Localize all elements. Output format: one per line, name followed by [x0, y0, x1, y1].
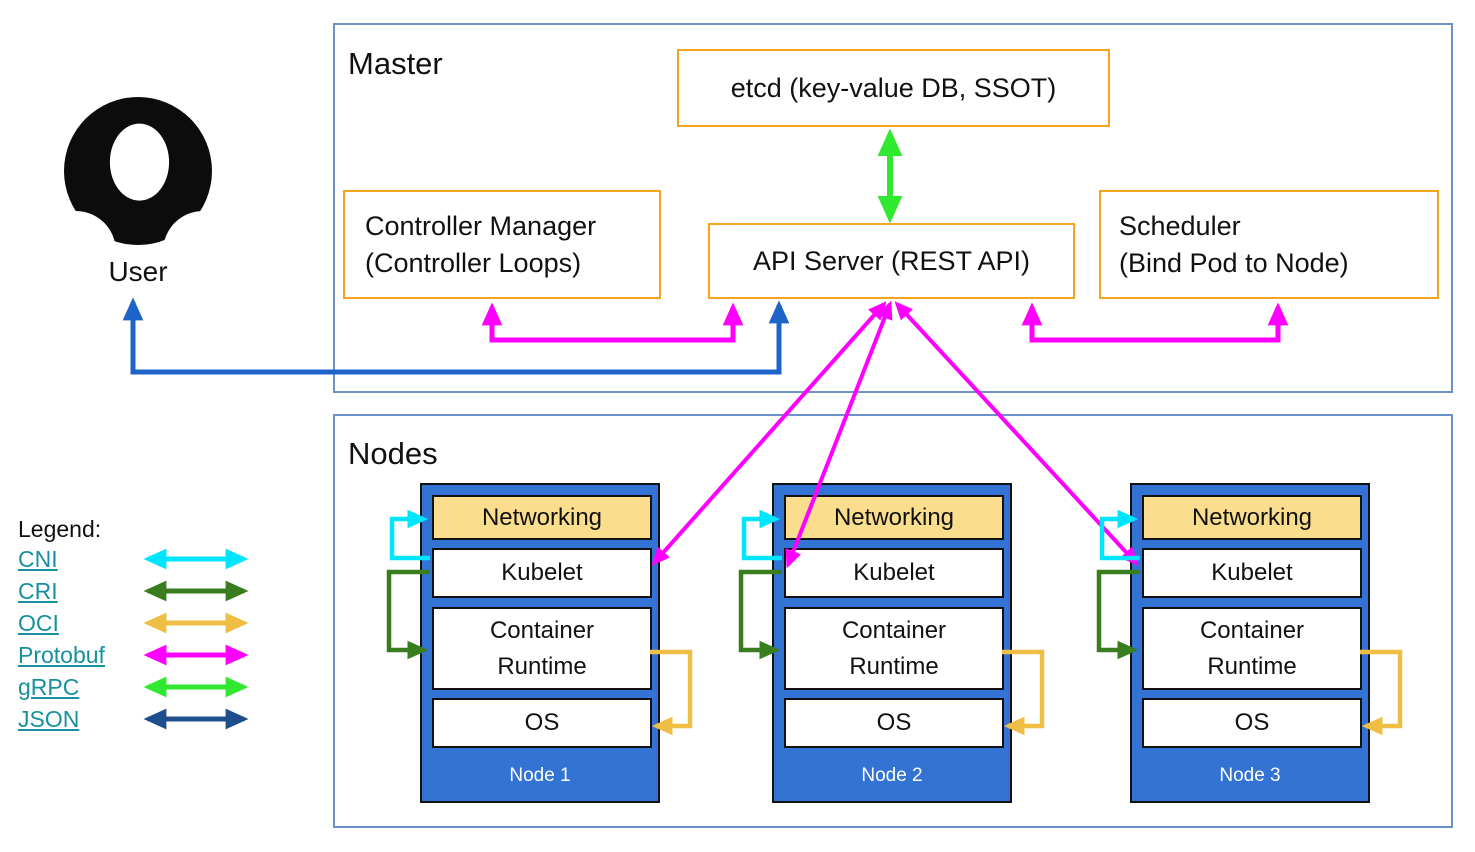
etcd-box: etcd (key-value DB, SSOT) [677, 49, 1110, 127]
legend-link-grpc[interactable]: gRPC [18, 674, 80, 700]
node-3: Networking Kubelet Container Runtime OS … [1130, 483, 1370, 803]
node-3-kubelet-layer: Kubelet [1142, 548, 1362, 598]
node-3-networking-layer: Networking [1142, 495, 1362, 540]
node-1-name: Node 1 [509, 765, 571, 786]
node-1-container-runtime-label: Container Runtime [489, 616, 595, 680]
node-2-container-runtime-layer: Container Runtime [784, 607, 1004, 690]
nodes-section-label: Nodes [348, 436, 438, 471]
legend-link-json[interactable]: JSON [18, 706, 80, 732]
node-1: Networking Kubelet Container Runtime OS … [420, 483, 660, 803]
node-2-kubelet-layer: Kubelet [784, 548, 1004, 598]
node-2-networking-layer: Networking [784, 495, 1004, 540]
node-1-os-label: OS [524, 709, 560, 736]
api-server-box: API Server (REST API) [708, 223, 1075, 299]
user-label: User [108, 256, 168, 287]
node-3-os-label: OS [1234, 709, 1270, 736]
master-section-box [333, 23, 1453, 393]
node-1-os-layer: OS [432, 698, 652, 748]
node-3-kubelet-label: Kubelet [1211, 559, 1293, 586]
user-icon [64, 97, 212, 245]
node-3-name: Node 3 [1219, 765, 1281, 786]
node-1-networking-layer: Networking [432, 495, 652, 540]
controller-manager-label-line2: (Controller Loops) [365, 247, 582, 278]
node-1-kubelet-layer: Kubelet [432, 548, 652, 598]
node-2-os-layer: OS [784, 698, 1004, 748]
node-2-kubelet-label: Kubelet [853, 559, 935, 586]
node-1-container-runtime-layer: Container Runtime [432, 607, 652, 690]
legend-link-protobuf[interactable]: Protobuf [18, 642, 105, 668]
controller-manager-box: Controller Manager (Controller Loops) [343, 190, 661, 299]
node-2-name: Node 2 [861, 765, 923, 786]
node-2-networking-label: Networking [833, 503, 955, 531]
legend-link-cni[interactable]: CNI [18, 546, 58, 572]
node-3-container-runtime-layer: Container Runtime [1142, 607, 1362, 690]
scheduler-box: Scheduler (Bind Pod to Node) [1099, 190, 1439, 299]
legend-title: Legend: [18, 516, 102, 542]
node-1-networking-label: Networking [481, 503, 603, 531]
scheduler-label-line2: (Bind Pod to Node) [1119, 247, 1349, 278]
node-2-os-label: OS [876, 709, 912, 736]
node-2-container-runtime-label: Container Runtime [841, 616, 947, 680]
node-1-kubelet-label: Kubelet [501, 559, 583, 586]
controller-manager-label-line1: Controller Manager [365, 210, 597, 241]
node-3-container-runtime-label: Container Runtime [1199, 616, 1305, 680]
node-2: Networking Kubelet Container Runtime OS … [772, 483, 1012, 803]
legend-link-oci[interactable]: OCI [18, 610, 59, 636]
etcd-label: etcd (key-value DB, SSOT) [730, 72, 1057, 103]
master-section-label: Master [348, 46, 443, 81]
node-3-os-layer: OS [1142, 698, 1362, 748]
node-3-networking-label: Networking [1191, 503, 1313, 531]
nodes-section-box [333, 414, 1453, 828]
legend-link-cri[interactable]: CRI [18, 578, 58, 604]
scheduler-label-line1: Scheduler [1119, 210, 1241, 241]
api-server-label: API Server (REST API) [752, 245, 1031, 276]
